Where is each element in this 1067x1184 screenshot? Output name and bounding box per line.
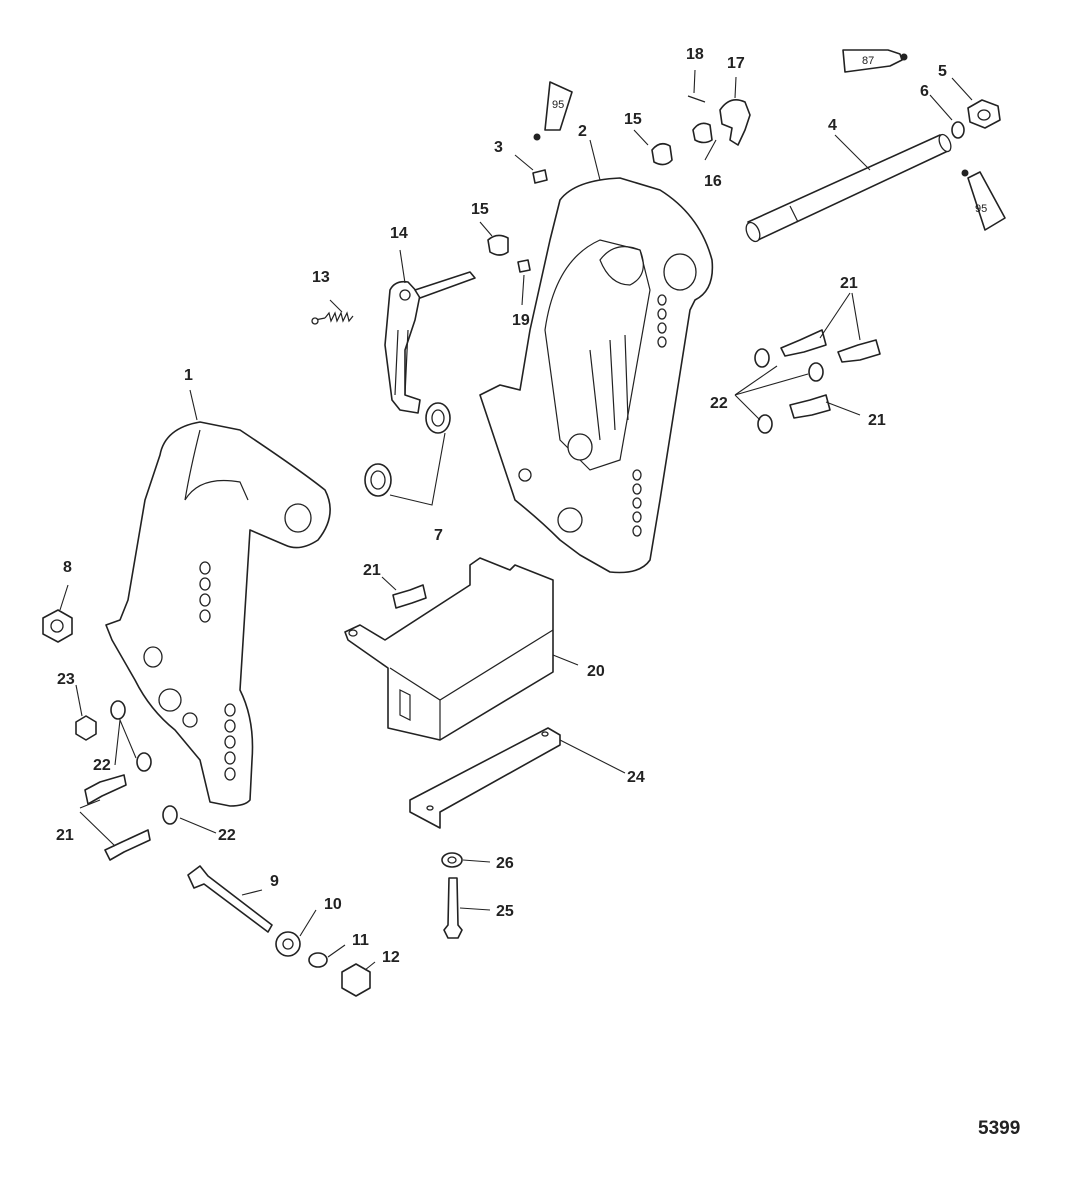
callout-21-d: 21 xyxy=(868,412,886,429)
callout-24: 24 xyxy=(627,769,645,786)
tilt-tube xyxy=(745,133,952,243)
callout-16: 16 xyxy=(704,173,722,190)
callout-2: 2 xyxy=(578,123,587,140)
callout-14: 14 xyxy=(390,225,408,242)
callout-21-b: 21 xyxy=(363,562,381,579)
callout-4: 4 xyxy=(828,117,837,134)
callout-8: 8 xyxy=(63,559,72,576)
adjustment-holes-left xyxy=(199,561,236,781)
reverse-lock-lever xyxy=(384,271,476,414)
callout-21-a: 21 xyxy=(56,827,74,844)
spacer-bracket xyxy=(344,557,554,741)
spacer-plate xyxy=(409,727,561,829)
callout-5: 5 xyxy=(938,63,947,80)
small-hardware xyxy=(42,95,1001,997)
callout-22-b: 22 xyxy=(218,827,236,844)
tube-label-95-a: 95 xyxy=(552,99,564,111)
callout-6: 6 xyxy=(920,83,929,100)
callout-11: 11 xyxy=(352,932,369,949)
lubricant-tube-87: 87 xyxy=(842,49,908,73)
callout-23: 23 xyxy=(57,671,75,688)
callout-10: 10 xyxy=(324,896,342,913)
callout-18: 18 xyxy=(686,46,704,63)
clamp-bracket-left xyxy=(105,421,331,807)
callout-21-c: 21 xyxy=(840,275,858,292)
callout-20: 20 xyxy=(587,663,605,680)
callout-1: 1 xyxy=(184,367,193,384)
callout-12: 12 xyxy=(382,949,400,966)
callout-19: 19 xyxy=(512,312,530,329)
spring xyxy=(311,311,354,325)
tube-label-95-b: 95 xyxy=(975,203,987,215)
callout-22-c: 22 xyxy=(710,395,728,412)
callout-15-b: 15 xyxy=(624,111,642,128)
clamp-bracket-right xyxy=(479,177,714,574)
thrust-washers xyxy=(364,402,451,497)
callout-26: 26 xyxy=(496,855,514,872)
callout-17: 17 xyxy=(727,55,745,72)
callout-9: 9 xyxy=(270,873,279,890)
callout-22-a: 22 xyxy=(93,757,111,774)
callout-25: 25 xyxy=(496,903,514,920)
leader-lines xyxy=(59,69,973,971)
lubricant-tube-95-a: 95 xyxy=(533,81,573,141)
tube-label-87: 87 xyxy=(862,55,874,67)
callout-13: 13 xyxy=(312,269,330,286)
callout-7: 7 xyxy=(434,527,443,544)
callout-labels: 1 2 3 4 5 6 7 8 9 10 11 12 13 14 15 15 1… xyxy=(56,46,947,966)
callout-15-a: 15 xyxy=(471,201,489,218)
adjustment-holes-right xyxy=(632,294,667,537)
figure-number: 5399 xyxy=(978,1118,1021,1139)
lubricant-tube-95-b: 95 xyxy=(961,169,1006,231)
callout-3: 3 xyxy=(494,139,503,156)
